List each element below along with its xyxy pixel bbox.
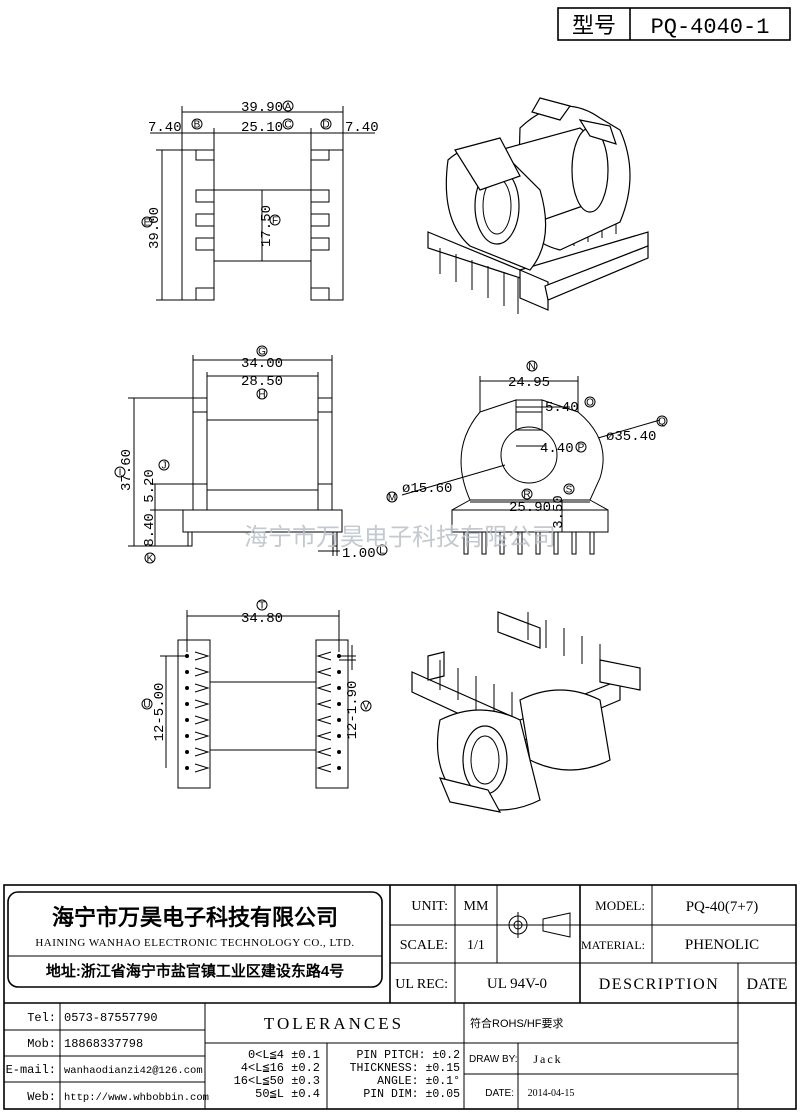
pin-row-4: PIN DIM: ±0.05 [363, 1088, 460, 1101]
company-address: 地址:浙江省海宁市盐官镇工业区建设东路4号 [46, 962, 344, 980]
web-label: Web: [27, 1090, 56, 1104]
dim-g: 34.00 [241, 356, 283, 372]
tag-h: H [258, 390, 265, 401]
email-value: wanhaodianzi42@126.com [64, 1065, 203, 1077]
dim-r: 25.90 [509, 500, 551, 516]
web-value: http://www.whbobbin.com [64, 1092, 209, 1104]
tag-n: N [528, 362, 535, 373]
projection-symbol-icon [505, 912, 574, 938]
dim-d: 7.40 [345, 120, 379, 136]
tol-row-2: 4<L≦16 ±0.2 [241, 1061, 320, 1075]
bottom-view: 34.80 T 12-5.00 U 12-1.90 V [141, 599, 372, 789]
material-value: PHENOLIC [685, 937, 759, 953]
dim-t: 34.80 [241, 611, 283, 627]
tol-row-4: 50≦L ±0.4 [255, 1087, 320, 1101]
tolerances-header: TOLERANCES [264, 1014, 404, 1033]
dim-o: 5.40 [545, 400, 579, 416]
front-view: 24.95 N 5.40 O 4.40 P ø35.40 Q ø15.60 M … [386, 360, 668, 555]
dim-h: 28.50 [241, 374, 283, 390]
draw-by-value: Jack [533, 1052, 562, 1066]
tag-p: P [578, 443, 585, 454]
tag-k: K [147, 554, 154, 565]
dim-b: 7.40 [148, 120, 182, 136]
watermark: 海宁市万昊电子科技有限公司 [244, 524, 556, 551]
pin-row-3: ANGLE: ±0.1° [377, 1075, 460, 1088]
tel-value: 0573-87557790 [64, 1011, 158, 1025]
part-number-box: 型号 PQ-4040-1 [557, 7, 791, 41]
isometric-view-top [427, 97, 649, 314]
scale-label: SCALE: [400, 938, 448, 953]
ulrec-label: UL REC: [395, 977, 448, 992]
mob-label: Mob: [27, 1037, 56, 1051]
part-type-label: 型号 [572, 13, 616, 38]
unit-value: MM [464, 899, 489, 914]
tag-a: A [285, 102, 292, 113]
dim-n: 24.95 [508, 375, 550, 391]
dim-k: 8.40 [142, 513, 158, 547]
tag-m: M [388, 493, 396, 504]
top-view: 39.90 A 25.10 C 7.40 B 7.40 D 39.00 E 17… [141, 100, 379, 301]
tag-e: E [144, 218, 151, 229]
title-block: 海宁市万昊电子科技有限公司 HAINING WANHAO ELECTRONIC … [3, 884, 797, 1110]
unit-label: UNIT: [411, 899, 448, 914]
tag-d: D [322, 120, 329, 131]
dim-q: ø35.40 [606, 429, 656, 445]
tol-row-3: 16<L≦50 ±0.3 [234, 1074, 320, 1088]
dim-c: 25.10 [241, 120, 283, 136]
rohs-compliance: 符合ROHS/HF要求 [470, 1016, 564, 1030]
dim-l: 1.00 [342, 546, 376, 562]
dim-u: 12-5.00 [152, 683, 168, 742]
material-label: MATERIAL: [581, 938, 645, 952]
dim-i: 37.60 [119, 449, 135, 491]
scale-value: 1/1 [467, 938, 485, 953]
date-label: DATE: [485, 1088, 514, 1099]
tag-b: B [194, 120, 201, 131]
dim-v: 12-1.90 [345, 681, 361, 740]
pin-row-2: THICKNESS: ±0.15 [350, 1062, 461, 1075]
date-header: DATE [747, 976, 788, 993]
tag-s: S [566, 485, 573, 496]
dim-j: 5.20 [142, 469, 158, 503]
dim-e: 39.00 [147, 207, 163, 249]
tol-row-1: 0<L≦4 ±0.1 [248, 1048, 320, 1062]
tag-u: U [143, 700, 150, 711]
ulrec-value: UL 94V-0 [487, 976, 547, 992]
tag-l: L [379, 546, 385, 557]
tag-f: F [272, 216, 278, 227]
dim-m: ø15.60 [402, 481, 452, 497]
tag-o: O [586, 398, 594, 409]
tag-j: J [162, 461, 167, 472]
tag-r: R [523, 490, 530, 501]
tag-i: I [119, 468, 122, 479]
tag-q: Q [658, 417, 666, 428]
tag-g: G [258, 347, 266, 358]
tag-t: T [259, 601, 265, 612]
dim-s: 3.50 [551, 495, 567, 529]
email-label: E-mail: [6, 1063, 56, 1077]
tel-label: Tel: [27, 1011, 56, 1025]
mob-value: 18868337798 [64, 1037, 143, 1051]
dim-a: 39.90 [241, 100, 283, 116]
side-view: 34.00 G 28.50 H 37.60 I 5.20 J 8.40 K 1.… [114, 345, 388, 565]
isometric-view-bottom [411, 611, 641, 813]
tag-v: V [363, 702, 370, 713]
dim-f: 17.50 [259, 205, 275, 247]
company-name-cn: 海宁市万昊电子科技有限公司 [52, 905, 338, 930]
model-label: MODEL: [595, 898, 645, 913]
date-value: 2014-04-15 [528, 1088, 575, 1099]
draw-by-label: DRAW BY: [469, 1054, 518, 1065]
pin-row-1: PIN PITCH: ±0.2 [356, 1049, 460, 1062]
model-value: PQ-40(7+7) [686, 899, 759, 915]
dim-p: 4.40 [540, 441, 574, 457]
part-number: PQ-4040-1 [651, 15, 770, 40]
company-name-en: HAINING WANHAO ELECTRONIC TECHNOLOGY CO.… [35, 937, 354, 949]
description-header: DESCRIPTION [599, 976, 720, 993]
tag-c: C [284, 120, 291, 131]
